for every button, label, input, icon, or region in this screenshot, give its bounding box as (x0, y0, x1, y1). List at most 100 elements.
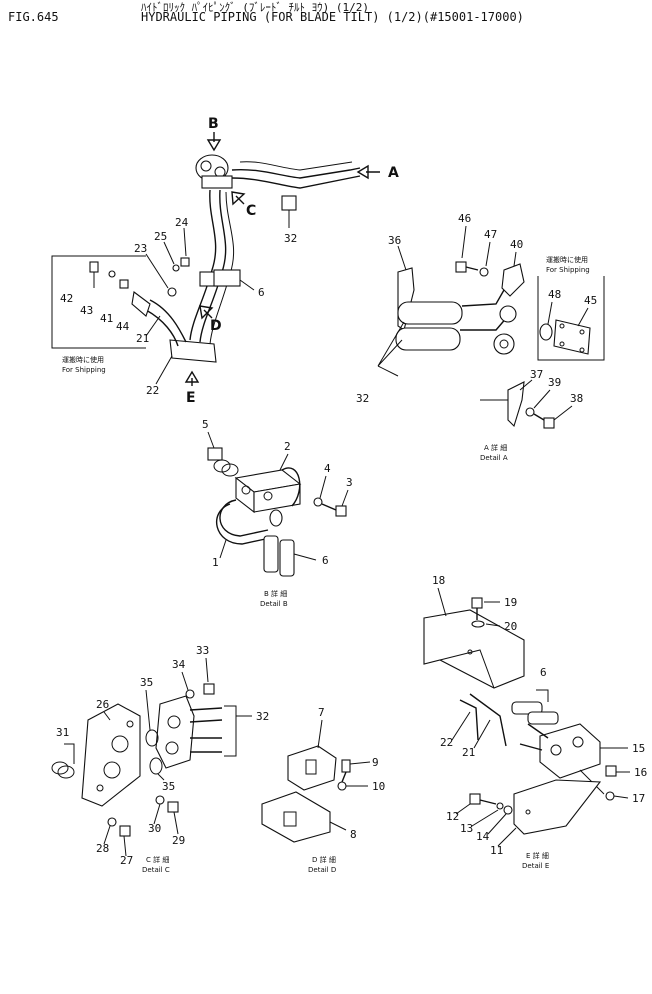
hose-6 (263, 535, 279, 573)
callout-41: 41 (100, 312, 113, 325)
figure-number: FIG.645 (8, 10, 59, 24)
bracket-37 (507, 381, 525, 428)
callout-39: 39 (548, 376, 561, 389)
washer-13 (496, 802, 504, 810)
detail-c-caption-en: Detail C (142, 866, 170, 874)
callout-17: 17 (632, 792, 645, 805)
oring-35 (145, 729, 159, 747)
callout-46: 46 (458, 212, 471, 225)
detail-d-caption-jp: D 詳 細 (312, 855, 336, 864)
fitting-b (269, 509, 283, 527)
bolt-27 (119, 825, 131, 837)
view-arrow-e (184, 370, 200, 386)
detail-b-caption-en: Detail B (260, 600, 288, 608)
callout-33: 33 (196, 644, 209, 657)
detail-c: 26 31 32 35 35 33 34 30 29 28 (51, 644, 269, 874)
callout-32-c: 32 (256, 710, 269, 723)
callout-30: 30 (148, 822, 161, 835)
callout-35: 35 (140, 676, 153, 689)
washer-4 (313, 497, 323, 507)
view-arrow-b (206, 132, 222, 152)
title-japanese: ﾊｲﾄﾞﾛﾘｯｸ ﾊﾟｲﾋﾟﾝｸﾞ (ﾌﾞﾚｰﾄﾞ ﾁﾙﾄ ﾖｳ) (1/2) (141, 1, 369, 14)
callout-45: 45 (584, 294, 597, 307)
callout-16: 16 (634, 766, 647, 779)
callout-34: 34 (172, 658, 186, 671)
pipe-to-a (231, 167, 361, 179)
callout-14: 14 (476, 830, 490, 843)
tube-21-e (469, 693, 507, 747)
view-arrow-c-label: C (246, 203, 256, 219)
callout-23: 23 (134, 242, 147, 255)
hose-tag-6 (213, 269, 241, 287)
washer-10 (337, 781, 347, 791)
detail-b: 5 2 4 3 1 6 B 詳 細 Detail B (202, 418, 353, 608)
washer-20 (471, 620, 485, 628)
callout-31: 31 (56, 726, 69, 739)
detail-a: 36 46 47 40 運搬時に使用 For Shipping 48 45 (356, 212, 605, 462)
detail-a-caption-jp: A 詳 細 (484, 443, 507, 452)
callout-10: 10 (372, 780, 385, 793)
callout-18: 18 (432, 574, 445, 587)
shipping-box-left (51, 255, 146, 349)
callout-32-a: 32 (356, 392, 369, 405)
clamp-40 (501, 263, 525, 297)
callout-13: 13 (460, 822, 473, 835)
hose-6-e (511, 701, 543, 715)
callout-47: 47 (484, 228, 497, 241)
callout-2: 2 (284, 440, 291, 453)
manifold-port (200, 160, 212, 172)
flange-a (499, 305, 517, 323)
callout-24: 24 (175, 216, 189, 229)
manifold-block (201, 175, 233, 189)
view-arrow-a-label: A (388, 165, 399, 181)
bolt-29 (167, 801, 179, 813)
washer-30 (155, 795, 165, 805)
detail-e: 18 19 20 6 22 21 15 16 17 (423, 574, 647, 870)
view-arrow-c (231, 191, 246, 206)
callout-27: 27 (120, 854, 133, 867)
callout-29: 29 (172, 834, 185, 847)
oring-5 (221, 463, 239, 477)
callout-21-e: 21 (462, 746, 475, 759)
washer-39 (525, 407, 535, 417)
washer-43 (108, 270, 116, 278)
detail-b-caption-jp: B 詳 細 (264, 589, 287, 598)
callout-38: 38 (570, 392, 583, 405)
detail-d-caption-en: Detail D (308, 866, 336, 874)
callout-7: 7 (318, 706, 325, 719)
callout-35-b: 35 (162, 780, 175, 793)
shipping-note-en-right: For Shipping (546, 266, 590, 274)
hose-down (189, 189, 217, 341)
callout-12: 12 (446, 810, 459, 823)
bolt-12 (469, 793, 481, 805)
shipping-note-jp-right: 運搬時に使用 (546, 255, 588, 264)
oring-31 (51, 761, 69, 775)
callout-48: 48 (548, 288, 561, 301)
bolt-24 (180, 257, 190, 267)
pipe-to-a (231, 175, 361, 189)
callout-1: 1 (212, 556, 219, 569)
callout-25: 25 (154, 230, 167, 243)
tube-21 (149, 299, 187, 343)
detail-d: 7 8 9 10 D 詳 細 Detail D (261, 706, 385, 874)
callout-20: 20 (504, 620, 517, 633)
callout-43: 43 (80, 304, 93, 317)
callout-6-e: 6 (540, 666, 547, 679)
callout-22-e: 22 (440, 736, 453, 749)
washer-28 (107, 817, 117, 827)
callout-3: 3 (346, 476, 353, 489)
callout-15: 15 (632, 742, 645, 755)
view-arrow-d-label: D (210, 318, 222, 334)
oring-48 (539, 323, 553, 341)
shipping-note-jp-left: 運搬時に使用 (62, 355, 104, 364)
callout-40: 40 (510, 238, 523, 251)
view-arrow-b-label: B (208, 116, 219, 132)
callout-28: 28 (96, 842, 109, 855)
callout-11: 11 (490, 844, 503, 857)
bolt-42 (89, 261, 99, 273)
block-15 (539, 723, 601, 779)
flange-c (155, 695, 195, 769)
hose-tag-32 (281, 195, 297, 211)
bolt-3 (335, 505, 347, 517)
washer-14 (503, 805, 513, 815)
